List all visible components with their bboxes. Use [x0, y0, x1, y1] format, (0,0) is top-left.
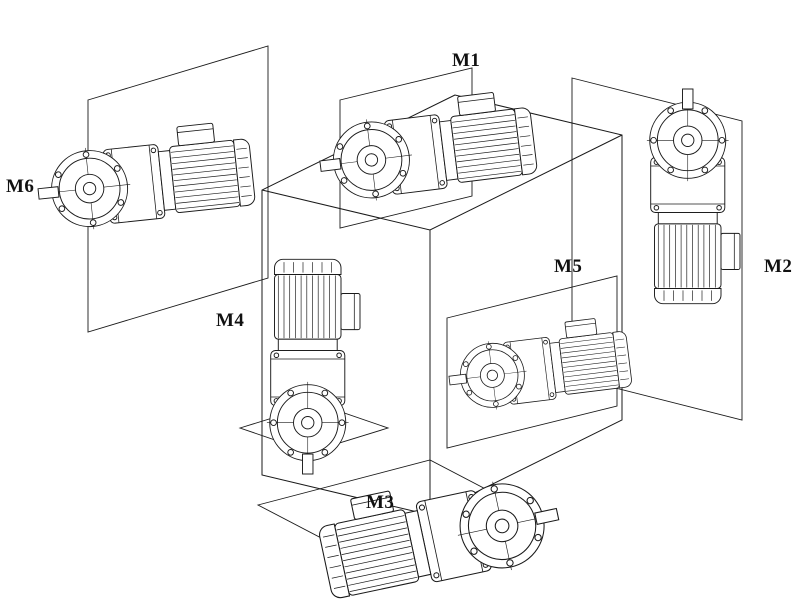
label-m3: M3	[366, 492, 395, 513]
gearmotor-m5	[443, 314, 634, 416]
label-m5: M5	[554, 256, 583, 277]
mounting-plane-m5	[446, 275, 618, 449]
gearmotor-m1	[313, 87, 540, 208]
label-m4: M4	[216, 310, 245, 331]
label-m6: M6	[6, 176, 35, 197]
gearmotor-m4	[266, 258, 361, 475]
gearmotor-m2	[646, 88, 741, 305]
gearmotor-m6	[32, 119, 257, 236]
mounting-plane-m6	[87, 45, 269, 333]
label-m2: M2	[764, 256, 793, 277]
label-m1: M1	[452, 50, 481, 71]
mounting-plane-m1	[339, 67, 473, 229]
